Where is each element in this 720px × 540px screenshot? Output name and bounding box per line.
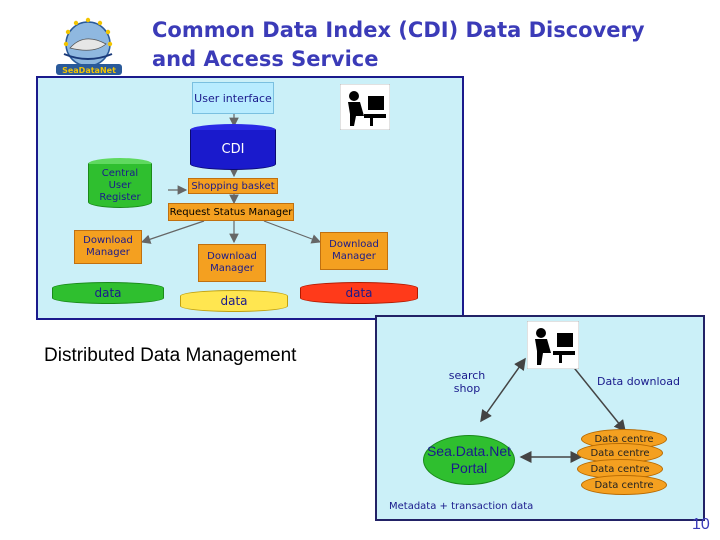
cdi-label: CDI xyxy=(222,143,245,156)
data-label-red: data xyxy=(345,287,372,300)
page-title: Common Data Index (CDI) Data Discovery a… xyxy=(152,16,692,74)
user-interface-label: User interface xyxy=(194,92,272,105)
request-status-manager-label: Request Status Manager xyxy=(170,206,293,219)
central-user-register-database: Central User Register xyxy=(88,158,152,208)
user-computer-icon xyxy=(340,84,390,130)
portal-diagram: search shop Data download Sea.Data.Net P… xyxy=(375,315,705,521)
portal-oval: Sea.Data.Net Portal xyxy=(423,435,515,485)
seadatanet-logo: SeaDataNet xyxy=(50,14,128,76)
arrow-rsm-to-right-dm xyxy=(264,221,320,242)
user-computer-icon-2 xyxy=(527,321,579,369)
data-storage-yellow: data xyxy=(180,290,288,312)
page-number: 10 xyxy=(692,516,710,534)
data-centres-stack: Data centre Data centre Data centre Data… xyxy=(581,429,673,499)
data-storage-green: data xyxy=(52,282,164,304)
data-label-yellow: data xyxy=(220,295,247,308)
central-user-register-label: Central User Register xyxy=(89,168,151,204)
download-manager-center-label: Download Manager xyxy=(199,251,265,275)
shopping-basket-label: Shopping basket xyxy=(191,180,274,193)
metadata-label: Metadata + transaction data xyxy=(389,501,533,512)
portal-label: Sea.Data.Net Portal xyxy=(424,443,514,477)
download-manager-left: Download Manager xyxy=(74,230,142,264)
request-status-manager-box: Request Status Manager xyxy=(168,203,294,221)
data-centre-3-label: Data centre xyxy=(590,464,649,475)
user-interface-box: User interface xyxy=(192,82,274,114)
download-manager-right: Download Manager xyxy=(320,232,388,270)
arrow-user-datacentres xyxy=(567,359,625,431)
logo-text: SeaDataNet xyxy=(62,66,116,75)
download-manager-left-label: Download Manager xyxy=(75,235,141,259)
data-label-green: data xyxy=(94,287,121,300)
search-shop-label: search shop xyxy=(439,369,495,395)
title-line-2: and Access Service xyxy=(152,45,692,74)
data-storage-red: data xyxy=(300,282,418,304)
arrow-rsm-to-left-dm xyxy=(142,221,204,242)
data-centre-4-label: Data centre xyxy=(594,480,653,491)
download-manager-center: Download Manager xyxy=(198,244,266,282)
section-subtitle: Distributed Data Management xyxy=(44,345,296,367)
cdi-architecture-diagram: User interface CDI Central User Register… xyxy=(36,76,464,320)
download-manager-right-label: Download Manager xyxy=(321,239,387,263)
cdi-database: CDI xyxy=(190,124,276,170)
data-centre-4: Data centre xyxy=(581,475,667,495)
data-download-label: Data download xyxy=(597,375,680,388)
title-line-1: Common Data Index (CDI) Data Discovery xyxy=(152,16,692,45)
data-centre-2-label: Data centre xyxy=(590,448,649,459)
shopping-basket-box: Shopping basket xyxy=(188,178,278,194)
